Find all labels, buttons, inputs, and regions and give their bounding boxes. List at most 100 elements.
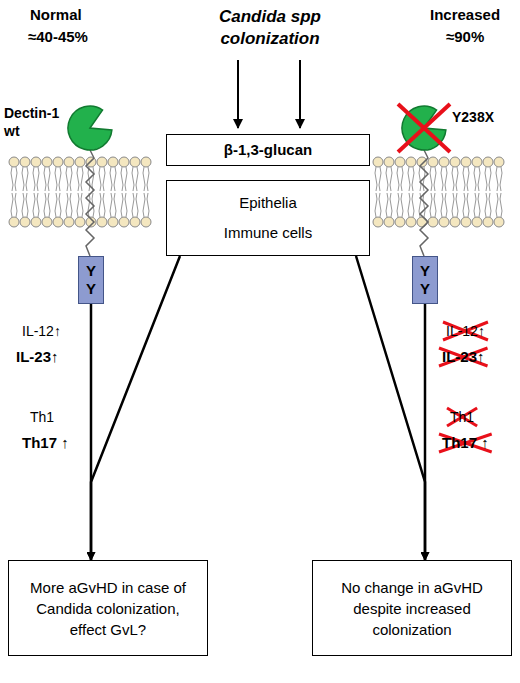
lipid-tail [401,193,403,217]
lipid-head [119,217,129,227]
lipid-tail [70,167,72,191]
lipid-tail [489,193,491,217]
connector [91,256,180,560]
cross-out [443,322,488,340]
lipid-tail [375,193,377,217]
lipid-tail [44,167,46,191]
lipid-tail [70,193,72,217]
lipid-head [417,157,427,167]
signaling-motif: Y Y [78,256,104,304]
outcome-box: No change in aGvHD despite increased col… [312,560,512,656]
lipid-tail [456,167,458,191]
lipid-tail [496,167,498,191]
lipid-tail [412,193,414,217]
node-text: Epithelia Immune cells [213,188,323,248]
label: IL-12↑ [22,322,61,340]
lipid-tail [11,193,13,217]
lipid-tail [456,193,458,217]
lipid-tail [379,193,381,217]
lipid-tail [103,167,105,191]
lipid-head [108,217,118,227]
colonization-arrow [237,60,239,128]
lipid-tail [390,167,392,191]
lipid-tail [22,167,24,191]
label: Normal [30,6,82,24]
lipid-tail [467,167,469,191]
lipid-tail [37,193,39,217]
label: Th17 ↑ [442,434,489,452]
lipid-tail [463,167,465,191]
lipid-head [494,217,504,227]
cross-out [447,408,477,426]
lipid-head [395,157,405,167]
lipid-head [494,157,504,167]
lipid-head [450,217,460,227]
lipid-tail [496,193,498,217]
lipid-tail [55,193,57,217]
receptor-stalk [86,150,94,256]
lipid-tail [26,167,28,191]
lipid-head [130,217,140,227]
lipid-tail [77,193,79,217]
lipid-head [53,157,63,167]
lipid-head [406,217,416,227]
lipid-tail [110,193,112,217]
lipid-tail [445,167,447,191]
lipid-tail [401,167,403,191]
lipid-tail [99,167,101,191]
lipid-head [483,157,493,167]
node-text: Y Y [85,262,97,298]
lipid-tail [125,193,127,217]
outcome-box: More aGvHD in case of Candida colonizati… [8,560,208,656]
lipid-tail [445,193,447,217]
lipid-tail [132,193,134,217]
lipid-tail [434,167,436,191]
lipid-tail [15,193,17,217]
lipid-tail [397,193,399,217]
lipid-head [108,157,118,167]
lipid-tail [408,167,410,191]
lipid-tail [103,193,105,217]
lipid-head [64,157,74,167]
lipid-tail [452,193,454,217]
lipid-head [75,157,85,167]
lipid-tail [125,167,127,191]
label: Th17 ↑ [22,434,69,452]
lipid-tail [66,193,68,217]
lipid-tail [132,167,134,191]
lipid-tail [99,193,101,217]
lipid-tail [143,193,145,217]
lipid-head [428,217,438,227]
label: Th1 [450,408,474,426]
lipid-head [373,217,383,227]
lipid-tail [441,193,443,217]
lipid-head [31,217,41,227]
lipid-head [20,217,30,227]
lipid-tail [489,167,491,191]
lipid-tail [11,167,13,191]
label: IL-23↑ [16,348,59,366]
lipid-tail [114,193,116,217]
dectin-receptor [68,106,112,150]
lipid-tail [500,193,502,217]
lipid-tail [474,193,476,217]
lipid-tail [48,167,50,191]
lipid-head [439,157,449,167]
cross-out [443,322,488,340]
lipid-tail [121,193,123,217]
lipid-tail [22,193,24,217]
lipid-head [461,217,471,227]
lipid-tail [77,167,79,191]
node-text: Y Y [419,262,431,298]
lipid-tail [423,193,425,217]
label: ≈90% [446,28,484,46]
lipid-tail [37,167,39,191]
lipid-head [450,157,460,167]
lipid-tail [441,167,443,191]
lipid-tail [136,193,138,217]
lipid-tail [430,193,432,217]
lipid-tail [66,167,68,191]
cross-out [398,104,450,152]
lipid-tail [408,193,410,217]
node-text: More aGvHD in case of Candida colonizati… [18,577,198,640]
